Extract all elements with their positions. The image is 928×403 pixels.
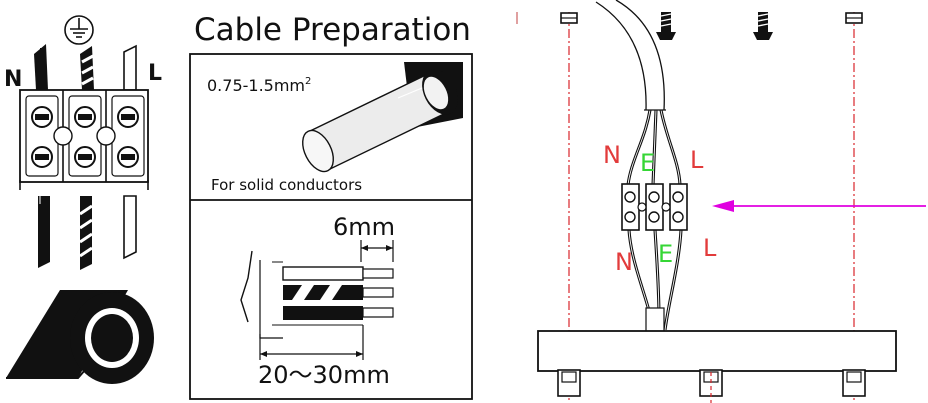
wire-gauge-label: 0.75-1.5mm2 xyxy=(207,76,311,95)
upper-neutral-wire xyxy=(34,44,48,90)
conductor-note: For solid conductors xyxy=(211,176,362,194)
lower-live-wire xyxy=(123,195,137,260)
terminal-block-panel: N L xyxy=(0,0,180,403)
lower-label-live: L xyxy=(703,234,717,262)
lower-label-neutral: N xyxy=(615,248,633,276)
installation-panel: N E L N E L xyxy=(498,0,928,403)
preparation-frame xyxy=(189,53,473,400)
upper-conductors xyxy=(626,109,682,186)
lower-earth-wire xyxy=(79,196,93,270)
pointer-arrow-icon xyxy=(712,200,926,212)
screw-icon xyxy=(31,146,53,168)
solid-conductor-icon xyxy=(302,62,463,173)
screw-icon xyxy=(74,146,96,168)
screw-icon xyxy=(74,106,96,128)
cable-preparation-panel: Cable Preparation 0.75-1.5mm2 For solid … xyxy=(180,0,485,403)
screw-icon xyxy=(753,12,773,40)
mounting-base xyxy=(537,330,897,372)
upper-label-neutral: N xyxy=(603,141,621,169)
live-label: L xyxy=(148,61,162,86)
lower-neutral-wire xyxy=(38,196,50,268)
strip-length-label: 6mm xyxy=(333,213,395,241)
screw-icon xyxy=(845,12,863,24)
stripped-cable xyxy=(240,250,394,339)
terminal-block-drawing: N L xyxy=(4,15,162,384)
earth-ground-icon xyxy=(64,15,94,45)
installation-drawing: N E L N E L xyxy=(516,0,926,403)
upper-label-earth: E xyxy=(640,149,655,177)
mounting-post xyxy=(842,369,866,397)
neutral-label: N xyxy=(4,67,22,92)
mounting-post xyxy=(557,369,581,397)
screw-icon xyxy=(560,12,578,24)
upper-live-wire xyxy=(123,44,137,91)
sheath-length-label: 20〜30mm xyxy=(258,361,390,389)
terminal-block xyxy=(19,89,149,190)
sheath-dimension xyxy=(259,325,364,360)
edge-mark xyxy=(516,12,518,24)
screw-icon xyxy=(117,106,139,128)
upper-earth-wire xyxy=(80,46,94,90)
upper-label-live: L xyxy=(690,146,704,174)
screw-icon xyxy=(31,106,53,128)
screw-icon xyxy=(117,146,139,168)
screw-icon xyxy=(656,12,676,40)
lower-conductors xyxy=(627,229,683,335)
cable-preparation-drawing: Cable Preparation 0.75-1.5mm2 For solid … xyxy=(189,12,473,400)
cable-preparation-title: Cable Preparation xyxy=(194,12,471,48)
terminal-screws xyxy=(31,106,139,168)
connector-block xyxy=(621,183,688,231)
strip-dimension xyxy=(360,240,394,262)
lower-label-earth: E xyxy=(658,240,673,268)
supply-cable xyxy=(595,0,666,111)
insulation-tape-icon xyxy=(6,290,154,384)
